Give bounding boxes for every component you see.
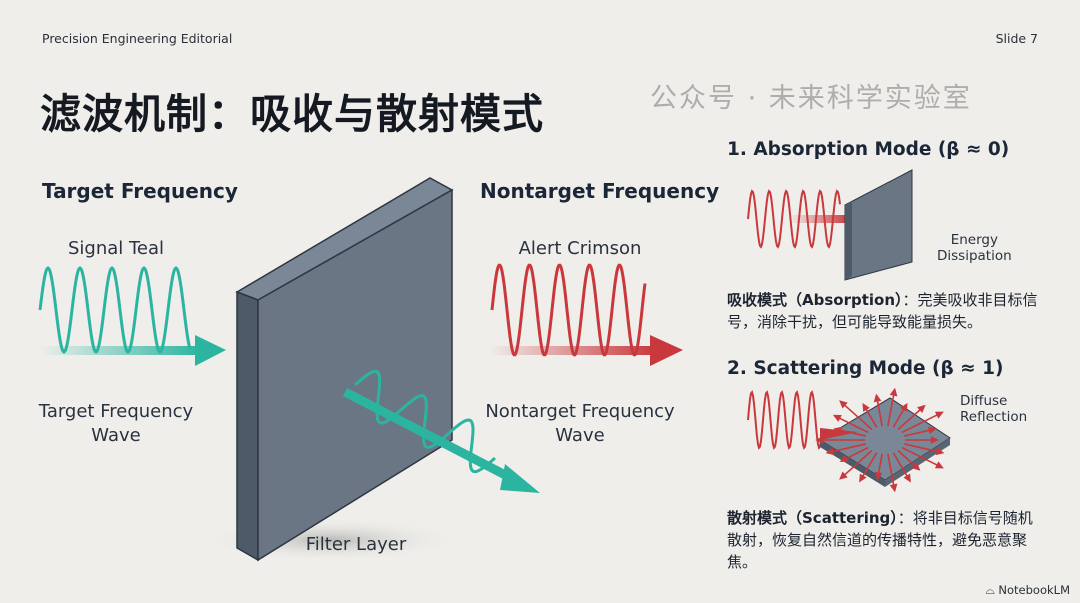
energy-label: Energy bbox=[950, 232, 998, 248]
scatter-arrowhead bbox=[930, 436, 939, 444]
filter-layer-slab bbox=[200, 177, 460, 562]
scatter-arrow bbox=[901, 446, 943, 469]
target-frequency-heading: Target Frequency bbox=[42, 179, 238, 203]
scattering-description: 散射模式（Scattering）：将非目标信号随机散射，恢复自然信道的传播特性，… bbox=[727, 507, 1047, 573]
target-wave-label-line2: Wave bbox=[91, 425, 141, 446]
scatter-arrowhead bbox=[917, 404, 926, 414]
nontarget-wave-label-line2: Wave bbox=[555, 425, 605, 446]
scatter-arrowhead bbox=[934, 461, 944, 469]
scatter-arrowhead bbox=[815, 436, 824, 444]
teal-transmitted-wave bbox=[342, 369, 540, 493]
signal-teal-label: Signal Teal bbox=[67, 238, 165, 259]
scatter-arrowhead bbox=[862, 402, 870, 412]
scatter-arrowhead bbox=[839, 400, 848, 409]
nontarget-frequency-heading: Nontarget Frequency bbox=[480, 179, 720, 203]
scatter-arrow bbox=[834, 414, 869, 434]
scatter-arrow bbox=[887, 453, 896, 491]
scatter-arrowhead bbox=[927, 426, 937, 435]
scatter-arrowhead bbox=[832, 414, 842, 422]
scatter-arrowhead bbox=[825, 447, 835, 456]
scatter-arrowhead bbox=[903, 473, 911, 483]
notebooklm-logo-icon: ⌓ bbox=[985, 583, 999, 597]
scattering-term: 散射模式（Scattering） bbox=[727, 509, 898, 527]
absorption-mode-heading: 1. Absorption Mode (β ≈ 0) bbox=[727, 139, 1010, 160]
scatter-arrowhead bbox=[889, 387, 898, 397]
absorption-term: 吸收模式（Absorption） bbox=[727, 291, 903, 309]
scattering-text: ：将非目标信号随机散射，恢复自然信道的传播特性，避免恶意聚焦。 bbox=[727, 509, 1033, 571]
page-title: 滤波机制：吸收与散射模式 bbox=[40, 90, 544, 138]
brand-label: NotebookLM bbox=[998, 583, 1070, 597]
scatter-arrow bbox=[887, 389, 896, 427]
scatter-arrowhead bbox=[900, 402, 908, 412]
alert-crimson-label: Alert Crimson bbox=[518, 238, 642, 259]
scatter-arrowhead bbox=[839, 454, 849, 462]
diffuse-label: Diffuse bbox=[960, 393, 1008, 409]
scatter-arrowhead bbox=[911, 462, 921, 471]
scatter-arrowhead bbox=[833, 426, 843, 435]
absorption-text: ：完美吸收非目标信号，消除干扰，但可能导致能量损失。 bbox=[727, 291, 1038, 331]
scatter-arrowhead bbox=[859, 473, 867, 483]
scattering-diagram bbox=[747, 387, 951, 493]
teal-wave bbox=[38, 266, 226, 366]
filter-layer-label: Filter Layer bbox=[305, 534, 407, 555]
scattering-mode-heading: 2. Scattering Mode (β ≈ 1) bbox=[727, 358, 1004, 379]
scatter-arrowhead bbox=[873, 393, 882, 403]
reflection-label: Reflection bbox=[960, 409, 1028, 425]
scatter-arrow bbox=[839, 449, 873, 480]
publication-name: Precision Engineering Editorial bbox=[42, 31, 233, 46]
scatter-arrowhead bbox=[934, 411, 944, 419]
scatter-arrow bbox=[839, 400, 873, 431]
slide-number: Slide 7 bbox=[995, 31, 1038, 46]
scatter-arrowhead bbox=[874, 471, 883, 481]
scatter-arrowhead bbox=[889, 483, 898, 493]
scatter-arrow bbox=[904, 443, 943, 454]
scatter-arrow bbox=[827, 443, 866, 454]
dissipation-label: Dissipation bbox=[937, 248, 1012, 264]
scatter-arrowhead bbox=[935, 447, 945, 456]
target-wave-label-line1: Target Frequency bbox=[38, 401, 194, 422]
absorption-diagram bbox=[747, 169, 913, 281]
crimson-wave bbox=[490, 263, 683, 366]
absorption-description: 吸收模式（Absorption）：完美吸收非目标信号，消除干扰，但可能导致能量损… bbox=[727, 289, 1047, 333]
scatter-arrowhead bbox=[839, 471, 848, 480]
scatter-arrow bbox=[901, 411, 943, 434]
watermark: 公众号 · 未来科学实验室 bbox=[650, 83, 972, 114]
notebooklm-brand: ⌓ NotebookLM bbox=[986, 583, 1070, 598]
nontarget-wave-label-line1: Nontarget Frequency bbox=[485, 401, 675, 422]
